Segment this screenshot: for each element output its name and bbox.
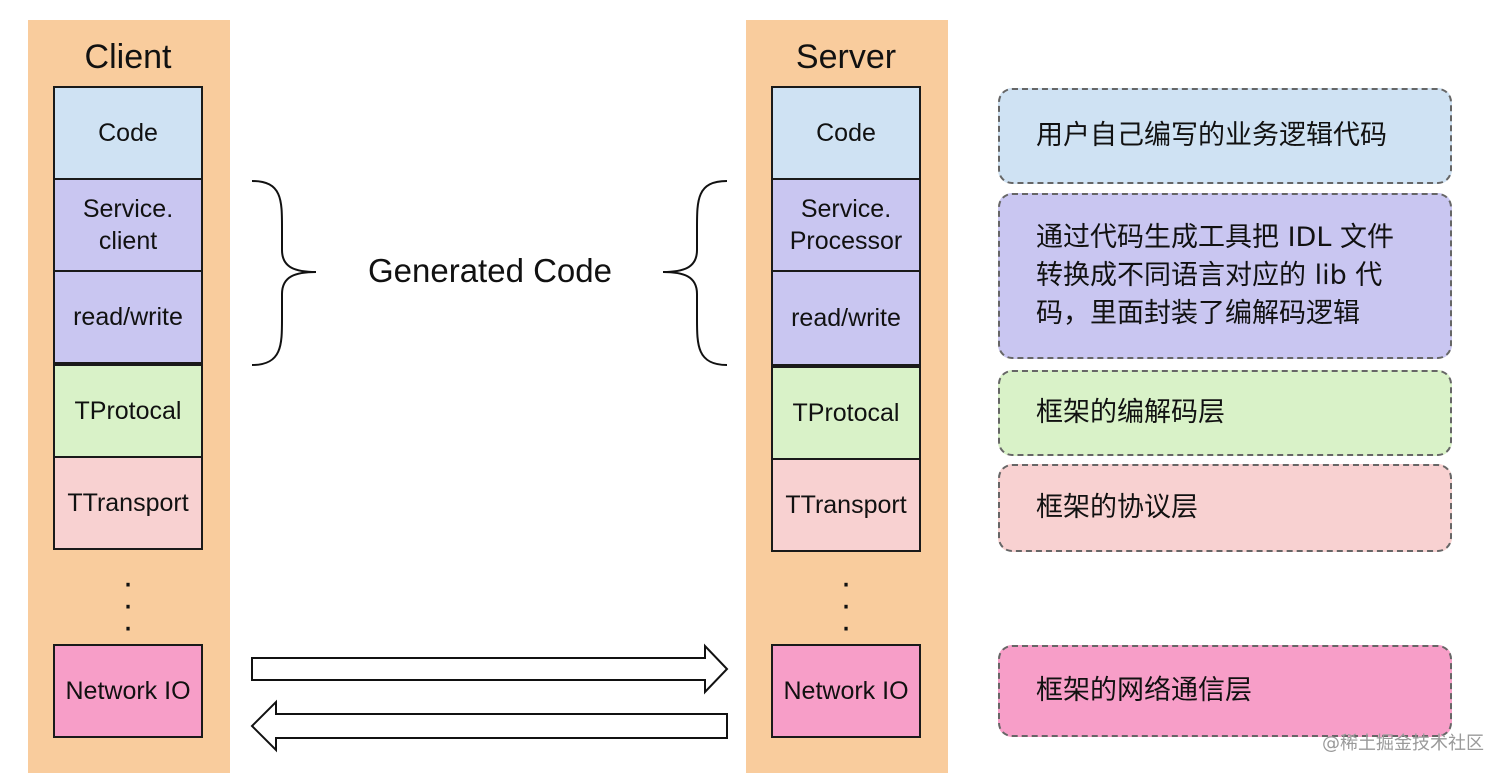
note-generated: 通过代码生成工具把 IDL 文件 转换成不同语言对应的 lib 代 码，里面封装… xyxy=(998,193,1452,359)
client-readwrite-layer: read/write xyxy=(53,270,203,364)
server-network-layer: Network IO xyxy=(771,644,921,738)
client-protocol-layer: TProtocal xyxy=(53,364,203,458)
server-service-layer: Service. Processor xyxy=(771,178,921,272)
server-code-layer: Code xyxy=(771,86,921,180)
left-brace xyxy=(251,180,317,366)
note-transport: 框架的协议层 xyxy=(998,464,1452,552)
client-network-layer: Network IO xyxy=(53,644,203,738)
generated-code-label: Generated Code xyxy=(367,252,612,289)
server-title: Server xyxy=(795,38,897,76)
client-ellipsis: ··· xyxy=(122,564,134,646)
server-transport-layer: TTransport xyxy=(771,458,921,552)
note-network: 框架的网络通信层 xyxy=(998,645,1452,737)
watermark: @稀土掘金技术社区 xyxy=(1322,733,1484,754)
request-arrow xyxy=(251,643,729,695)
note-code: 用户自己编写的业务逻辑代码 xyxy=(998,88,1452,184)
client-service-layer: Service. client xyxy=(53,178,203,272)
client-transport-layer: TTransport xyxy=(53,456,203,550)
note-protocol: 框架的编解码层 xyxy=(998,370,1452,456)
response-arrow xyxy=(250,699,728,753)
client-code-layer: Code xyxy=(53,86,203,180)
right-brace xyxy=(662,180,728,366)
client-title: Client xyxy=(84,38,172,76)
server-readwrite-layer: read/write xyxy=(771,270,921,366)
server-ellipsis: ··· xyxy=(840,564,852,646)
